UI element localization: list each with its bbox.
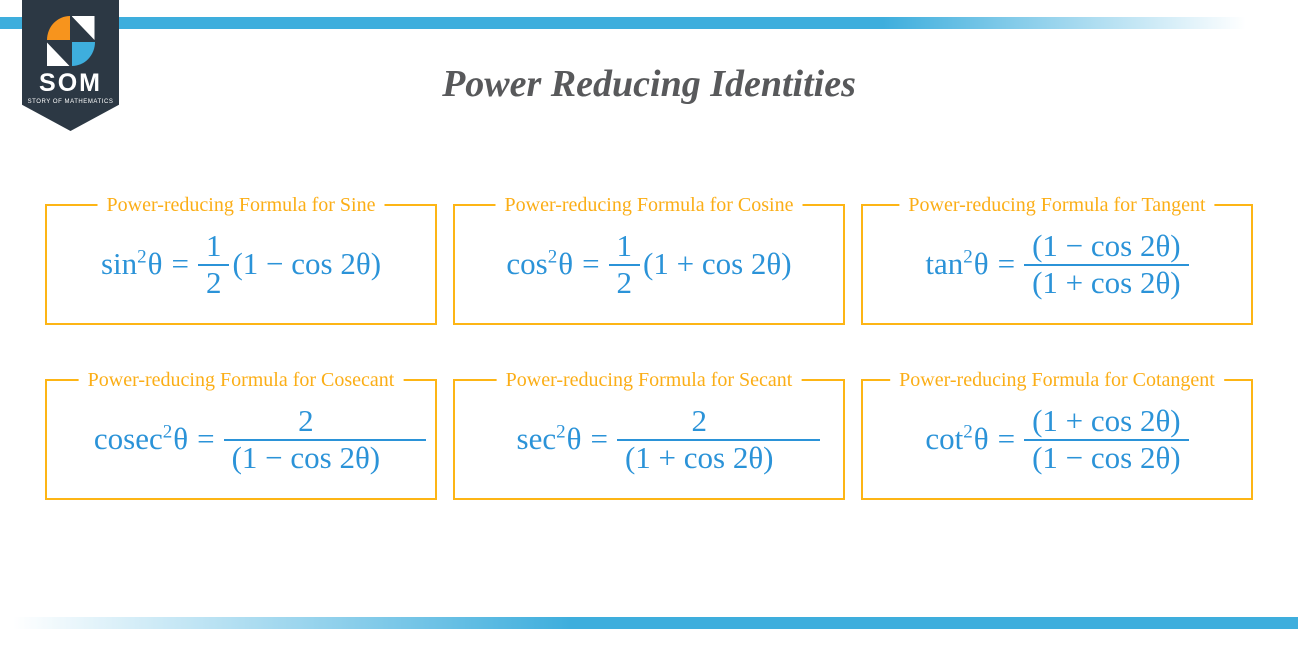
card-label: Power-reducing Formula for Cotangent bbox=[890, 369, 1224, 391]
denominator: (1 + cos 2θ) bbox=[624, 439, 774, 475]
exponent: 2 bbox=[556, 422, 566, 444]
formula: tan2θ = (1 − cos 2θ) (1 + cos 2θ) bbox=[925, 227, 1189, 300]
equals-sign: = bbox=[997, 246, 1016, 282]
bottom-stripe bbox=[0, 617, 1298, 629]
exponent: 2 bbox=[547, 247, 558, 269]
card-label: Power-reducing Formula for Tangent bbox=[899, 194, 1215, 216]
formula: cos2θ = 1 2 (1 + cos 2θ) bbox=[506, 227, 792, 300]
exponent: 2 bbox=[963, 422, 973, 444]
card-label: Power-reducing Formula for Cosecant bbox=[78, 369, 404, 391]
denominator: (1 − cos 2θ) bbox=[231, 439, 381, 475]
top-stripe bbox=[0, 17, 1298, 29]
exponent: 2 bbox=[137, 247, 147, 269]
denominator: (1 + cos 2θ) bbox=[1032, 264, 1181, 300]
function-name: sin bbox=[100, 246, 138, 282]
brand-tagline: STORY OF MATHEMATICS bbox=[27, 99, 114, 105]
formula-card: Power-reducing Formula for Cosecant cose… bbox=[45, 369, 437, 500]
formula: cosec2θ = 2 (1 − cos 2θ) bbox=[94, 402, 427, 475]
numerator: (1 + cos 2θ) bbox=[1032, 402, 1181, 438]
formula: sec2θ = 2 (1 + cos 2θ) bbox=[517, 402, 820, 475]
function-name: tan bbox=[925, 246, 964, 282]
pinwheel-triangle-white-top bbox=[71, 16, 95, 40]
page-title: Power Reducing Identities bbox=[442, 63, 856, 105]
denominator: (1 − cos 2θ) bbox=[1032, 439, 1181, 475]
pinwheel-quarter-orange bbox=[46, 16, 70, 40]
equals-sign: = bbox=[582, 246, 600, 282]
denominator: 2 bbox=[205, 264, 222, 300]
function-name: sec bbox=[516, 421, 557, 457]
theta-symbol: θ bbox=[558, 246, 574, 282]
fraction-bar bbox=[1024, 263, 1189, 266]
formula-cards-grid: Power-reducing Formula for Sine sin2θ = … bbox=[45, 194, 1253, 500]
equals-sign: = bbox=[997, 421, 1016, 457]
fraction-bar bbox=[616, 438, 820, 441]
formula-lhs: cos2θ bbox=[506, 247, 573, 281]
fraction: 1 2 bbox=[608, 227, 641, 300]
exponent: 2 bbox=[963, 247, 973, 269]
numerator: 1 bbox=[616, 227, 633, 263]
formula-lhs: cot2θ bbox=[925, 422, 988, 456]
fraction-bar bbox=[608, 263, 641, 266]
fraction: 1 2 bbox=[197, 227, 230, 300]
equals-sign: = bbox=[197, 421, 215, 457]
function-name: cot bbox=[925, 421, 964, 457]
fraction-bar bbox=[1024, 438, 1189, 441]
fraction: (1 − cos 2θ) (1 + cos 2θ) bbox=[1024, 227, 1189, 300]
formula-lhs: sec2θ bbox=[517, 422, 582, 456]
function-name: cosec bbox=[93, 421, 163, 457]
after-expression: (1 − cos 2θ) bbox=[232, 246, 382, 282]
after-expression: (1 + cos 2θ) bbox=[643, 246, 792, 282]
exponent: 2 bbox=[162, 422, 173, 444]
equals-sign: = bbox=[590, 421, 608, 457]
denominator: 2 bbox=[616, 264, 633, 300]
fraction-bar bbox=[223, 438, 427, 441]
equals-sign: = bbox=[171, 246, 189, 282]
brand-wordmark: SOM bbox=[39, 69, 102, 97]
formula-card: Power-reducing Formula for Tangent tan2θ… bbox=[861, 194, 1253, 325]
theta-symbol: θ bbox=[566, 421, 582, 457]
som-pinwheel-icon bbox=[46, 16, 95, 66]
card-label: Power-reducing Formula for Secant bbox=[496, 369, 802, 391]
numerator: 2 bbox=[691, 402, 707, 438]
formula-lhs: tan2θ bbox=[925, 247, 988, 281]
fraction: 2 (1 − cos 2θ) bbox=[223, 402, 427, 475]
fraction: 2 (1 + cos 2θ) bbox=[616, 402, 820, 475]
formula: cot2θ = (1 + cos 2θ) (1 − cos 2θ) bbox=[925, 402, 1189, 475]
formula: sin2θ = 1 2 (1 − cos 2θ) bbox=[101, 227, 382, 300]
numerator: 1 bbox=[205, 227, 222, 263]
numerator: (1 − cos 2θ) bbox=[1032, 227, 1181, 263]
fraction: (1 + cos 2θ) (1 − cos 2θ) bbox=[1024, 402, 1189, 475]
numerator: 2 bbox=[298, 402, 314, 438]
formula-card: Power-reducing Formula for Secant sec2θ … bbox=[453, 369, 845, 500]
card-label: Power-reducing Formula for Cosine bbox=[495, 194, 803, 216]
theta-symbol: θ bbox=[147, 246, 163, 282]
pinwheel-triangle-white-bottom bbox=[46, 42, 70, 66]
theta-symbol: θ bbox=[173, 421, 189, 457]
theta-symbol: θ bbox=[973, 246, 989, 282]
theta-symbol: θ bbox=[973, 421, 989, 457]
brand-pennant: SOM STORY OF MATHEMATICS bbox=[22, 0, 119, 131]
fraction-bar bbox=[197, 263, 230, 266]
function-name: cos bbox=[506, 246, 548, 282]
formula-lhs: cosec2θ bbox=[94, 422, 188, 456]
formula-card: Power-reducing Formula for Cosine cos2θ … bbox=[453, 194, 845, 325]
formula-card: Power-reducing Formula for Sine sin2θ = … bbox=[45, 194, 437, 325]
formula-lhs: sin2θ bbox=[101, 247, 163, 281]
card-label: Power-reducing Formula for Sine bbox=[97, 194, 385, 216]
formula-card: Power-reducing Formula for Cotangent cot… bbox=[861, 369, 1253, 500]
pinwheel-quarter-blue bbox=[71, 42, 95, 66]
